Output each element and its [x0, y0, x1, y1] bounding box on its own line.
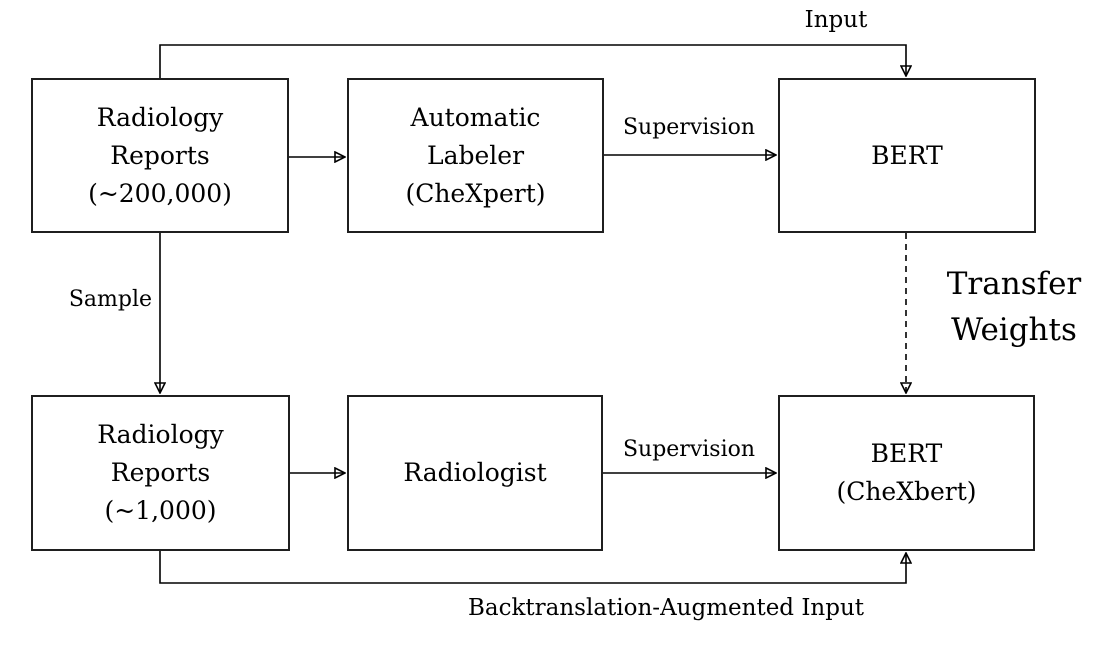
edge-label-supervision-bottom: Supervision [622, 437, 756, 462]
edge-label-supervision-top: Supervision [622, 115, 756, 140]
node-bert-chexbert: BERT (CheXbert) [778, 395, 1035, 551]
node-radiology-reports-1k-label: Radiology Reports (~1,000) [97, 420, 224, 525]
edge-label-transfer-weights: Transfer Weights [946, 266, 1082, 348]
node-radiology-reports-200k: Radiology Reports (~200,000) [31, 78, 289, 233]
edge-label-backtranslation: Backtranslation-Augmented Input [467, 595, 865, 621]
node-radiologist-label: Radiologist [403, 458, 547, 487]
node-radiology-reports-200k-label: Radiology Reports (~200,000) [88, 102, 232, 208]
input-arrow [159, 44, 906, 78]
node-bert-label: BERT [871, 140, 943, 170]
node-radiology-reports-1k: Radiology Reports (~1,000) [31, 395, 290, 551]
node-bert-chexbert-label: BERT (CheXbert) [836, 439, 977, 506]
node-automatic-labeler-chexpert: Automatic Labeler (CheXpert) [347, 78, 604, 233]
backtranslation-arrow [159, 551, 906, 584]
node-automatic-labeler-chexpert-label: Automatic Labeler (CheXpert) [405, 102, 546, 208]
edge-label-sample: Sample [68, 287, 152, 312]
edge-label-input: Input [804, 7, 868, 33]
node-bert: BERT [778, 78, 1036, 233]
node-radiologist: Radiologist [347, 395, 603, 551]
